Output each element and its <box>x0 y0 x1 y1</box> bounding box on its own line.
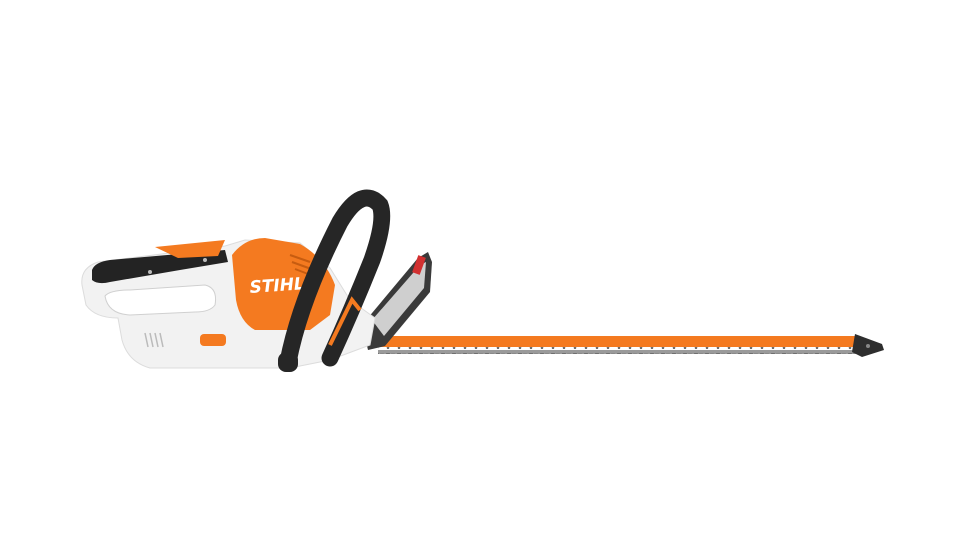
front-bow-handle <box>279 189 391 371</box>
cutting-blade <box>378 334 884 357</box>
brand-logo: STIHL <box>249 274 305 298</box>
trigger <box>155 240 225 258</box>
rear-handle-grip <box>92 250 228 284</box>
